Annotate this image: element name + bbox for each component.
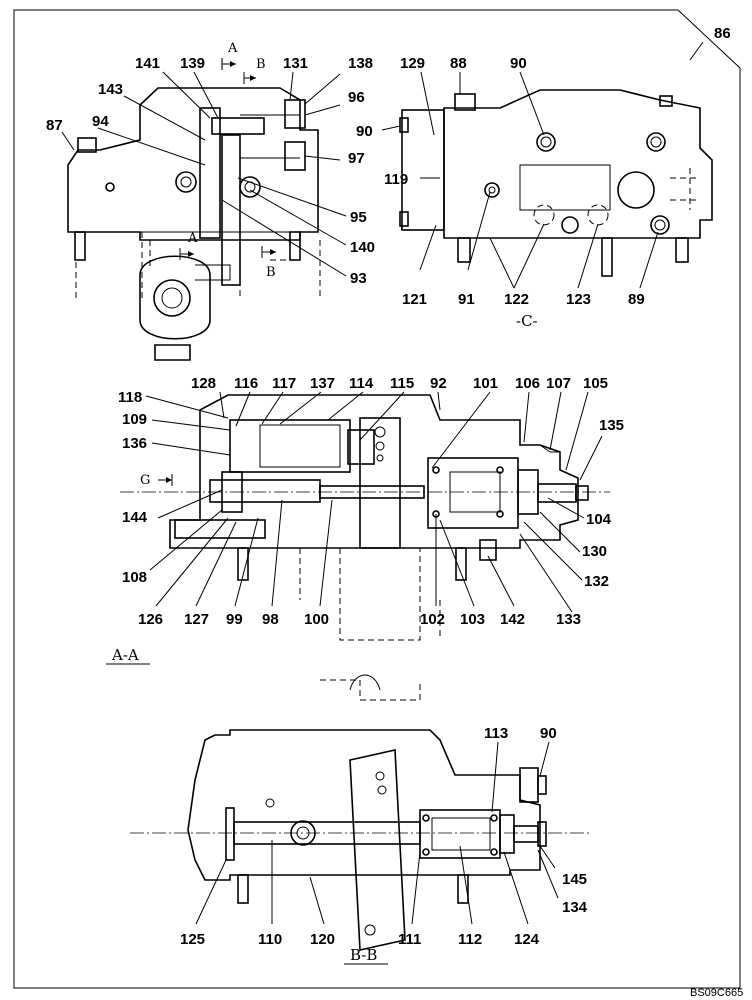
callout-number: 110 (258, 931, 282, 948)
callout-number: 122 (504, 291, 529, 308)
section-arrow-label: B (266, 265, 276, 280)
callout-number: 105 (583, 375, 608, 392)
callout-number: 145 (562, 871, 587, 888)
callout-number: 126 (138, 611, 163, 628)
top-left-view (67, 87, 321, 361)
callout-number: 93 (350, 270, 367, 287)
section-c-label: -C- (516, 312, 538, 330)
callout-number: 133 (556, 611, 581, 628)
callout-number: 117 (272, 375, 296, 392)
callout-number: 102 (420, 611, 445, 628)
callout-number: 114 (349, 375, 374, 392)
section-arrow-label: B (256, 57, 266, 72)
callout-number: 90 (540, 725, 557, 742)
callout-number: 140 (350, 239, 375, 256)
callout-number: 123 (566, 291, 591, 308)
callout-number: 119 (384, 171, 408, 188)
callout-number: 132 (584, 573, 609, 590)
callout-number: 99 (226, 611, 243, 628)
callout-number: 121 (402, 291, 427, 308)
corner-ref-86: 86 (714, 25, 731, 42)
callout-number: 107 (546, 375, 571, 392)
top-right-view: -C- (399, 89, 713, 330)
callout-number: 95 (350, 209, 367, 226)
callout-number: 106 (515, 375, 540, 392)
callout-number: 88 (450, 55, 467, 72)
callout-number: 115 (390, 375, 414, 392)
section-b-b-view: B-B (130, 729, 590, 965)
callout-number: 125 (180, 931, 205, 948)
callout-number: 90 (510, 55, 527, 72)
drawing-frame (13, 9, 741, 989)
callout-number: 97 (348, 150, 365, 167)
section-a-a-label: A-A (111, 646, 139, 664)
section-arrow-label: G (140, 473, 150, 488)
callout-number: 113 (484, 725, 508, 742)
callout-number: 90 (356, 123, 373, 140)
callout-number: 98 (262, 611, 279, 628)
callout-number: 87 (46, 117, 63, 134)
callout-number: 94 (92, 113, 109, 130)
callout-number: 136 (122, 435, 147, 452)
callout-number: 120 (310, 931, 335, 948)
callout-number: 138 (348, 55, 373, 72)
callout-number: 112 (458, 931, 482, 948)
callout-number: 129 (400, 55, 425, 72)
callout-number: 127 (184, 611, 209, 628)
callout-number: 109 (122, 411, 147, 428)
callout-number: 131 (283, 55, 308, 72)
callout-number: 96 (348, 89, 365, 106)
callout-number: 103 (460, 611, 485, 628)
callout-number: 135 (599, 417, 624, 434)
callout-number: 143 (98, 81, 123, 98)
callout-number: 144 (122, 509, 148, 526)
callout-number: 124 (514, 931, 540, 948)
section-a-a-view: A-A G (106, 394, 610, 701)
callout-number: 100 (304, 611, 329, 628)
callout-number: 142 (500, 611, 525, 628)
callout-number: 118 (118, 389, 142, 406)
section-marker-g: G (140, 473, 173, 488)
section-b-b-label: B-B (350, 946, 377, 964)
section-arrow-label: A (227, 41, 238, 56)
callout-number: 91 (458, 291, 475, 308)
callouts-top-left: 141 139 131 138 143 96 87 94 97 95 140 9… (46, 55, 375, 287)
drawing-code: BS09C665 (690, 987, 743, 999)
callout-number: 116 (234, 375, 258, 392)
callout-number: 101 (473, 375, 498, 392)
callout-number: 128 (191, 375, 216, 392)
callout-number: 92 (430, 375, 447, 392)
leader-lines (61, 71, 659, 925)
callout-number: 104 (586, 511, 612, 528)
callout-number: 137 (310, 375, 335, 392)
section-arrow-label: A (187, 231, 198, 246)
callout-number: 130 (582, 543, 607, 560)
callouts-bottom: 113 90 145 134 125 110 120 111 112 124 (180, 725, 588, 948)
callouts-middle: 128 116 117 137 114 115 92 101 106 107 1… (118, 375, 624, 628)
callout-number: 139 (180, 55, 205, 72)
callout-number: 108 (122, 569, 147, 586)
callout-number: 89 (628, 291, 645, 308)
callout-number: 141 (135, 55, 160, 72)
callouts-top-right: 129 88 90 90 119 119 91 121 122 123 89 (356, 55, 645, 308)
callout-number: 134 (562, 899, 588, 916)
section-markers-ab: A B A B (179, 41, 276, 280)
callout-number: 111 (398, 931, 421, 948)
